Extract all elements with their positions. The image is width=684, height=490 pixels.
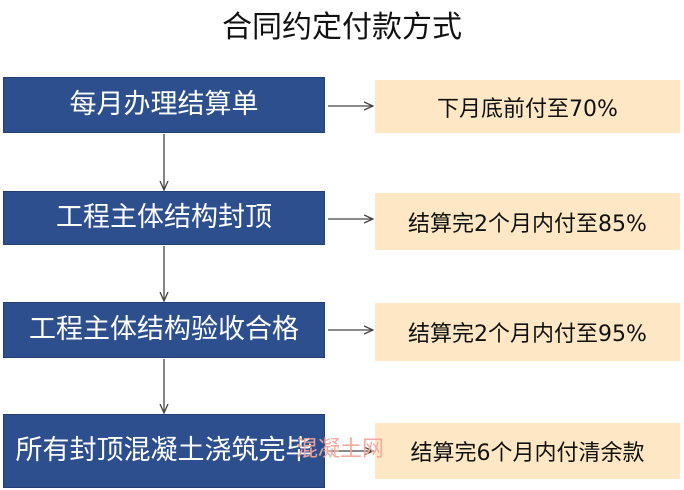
watermark-text: 混凝土网: [296, 437, 385, 462]
step-box-structure-acceptance: 工程主体结构验收合格: [3, 302, 325, 358]
step-box-monthly-settlement: 每月办理结算单: [3, 77, 325, 133]
step-box-structure-topping: 工程主体结构封顶: [3, 191, 325, 245]
payment-box-final: 结算完6个月内付清余款: [375, 423, 680, 479]
step-box-concrete-pouring-complete: 所有封顶混凝土浇筑完毕: [3, 414, 325, 488]
payment-box-85: 结算完2个月内付至85%: [375, 193, 680, 250]
page-title: 合同约定付款方式: [222, 10, 462, 45]
payment-box-70: 下月底前付至70%: [375, 80, 680, 133]
payment-box-95: 结算完2个月内付至95%: [375, 303, 680, 361]
